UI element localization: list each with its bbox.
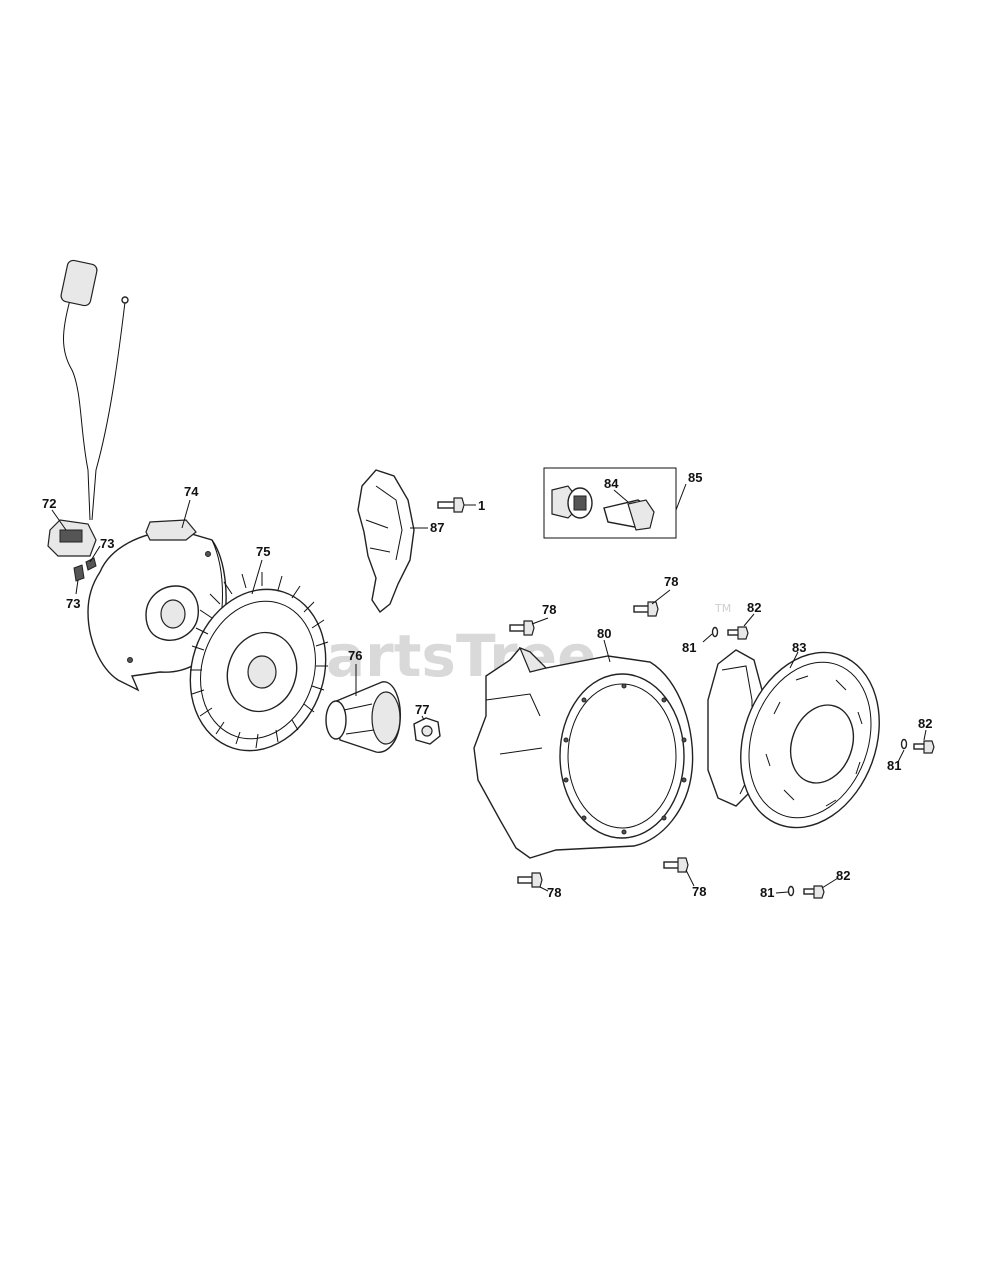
part-77-nut[interactable] <box>413 717 441 745</box>
part-1-bolt[interactable] <box>437 497 465 513</box>
part-85-kit-box[interactable] <box>543 467 677 539</box>
label-74: 74 <box>184 484 199 499</box>
part-84-handle-right[interactable] <box>603 499 655 531</box>
label-82-b: 82 <box>918 716 932 731</box>
label-78-bottom-right: 78 <box>692 884 706 899</box>
label-82-a: 82 <box>747 600 761 615</box>
part-82-bolt-b[interactable] <box>913 740 935 754</box>
label-81-a: 81 <box>682 640 696 655</box>
part-82-bolt-a[interactable] <box>727 626 749 640</box>
part-74-flywheel-housing[interactable] <box>87 519 227 692</box>
label-85: 85 <box>688 470 702 485</box>
part-78-bolt-mid[interactable] <box>509 620 535 636</box>
label-78-mid: 78 <box>542 602 556 617</box>
part-76-starter-cup[interactable] <box>325 681 401 753</box>
part-75-flywheel-fan[interactable] <box>170 572 346 769</box>
label-73-b: 73 <box>66 596 80 611</box>
label-76: 76 <box>348 648 362 663</box>
part-82-bolt-c[interactable] <box>803 885 825 899</box>
label-72: 72 <box>42 496 56 511</box>
part-73-screw-b[interactable] <box>73 564 85 582</box>
part-80-blower-housing[interactable] <box>473 646 694 859</box>
label-81-c: 81 <box>760 885 774 900</box>
part-81-washer-b[interactable] <box>900 738 908 750</box>
part-81-washer-a[interactable] <box>711 626 719 638</box>
watermark-tm: TM <box>714 602 731 615</box>
label-80: 80 <box>597 626 611 641</box>
label-77: 77 <box>415 702 429 717</box>
label-87: 87 <box>430 520 444 535</box>
label-78-bottom-left: 78 <box>547 885 561 900</box>
label-84: 84 <box>604 476 619 491</box>
part-81-washer-c[interactable] <box>787 885 795 897</box>
label-81-b: 81 <box>887 758 901 773</box>
label-73-a: 73 <box>100 536 114 551</box>
part-83-recoil-starter-cover[interactable] <box>717 633 903 847</box>
part-84-handle-left[interactable] <box>551 485 593 519</box>
label-75: 75 <box>256 544 270 559</box>
label-78-top: 78 <box>664 574 678 589</box>
leader-lines <box>51 483 927 894</box>
part-78-bolt-top[interactable] <box>633 601 659 617</box>
label-82-c: 82 <box>836 868 850 883</box>
part-78-bolt-bottom-left[interactable] <box>517 872 543 888</box>
part-78-bolt-bottom-right[interactable] <box>663 857 689 873</box>
part-87-bracket[interactable] <box>357 469 415 614</box>
label-83: 83 <box>792 640 806 655</box>
part-72-ignition-coil[interactable] <box>47 259 129 557</box>
label-1: 1 <box>478 498 485 513</box>
